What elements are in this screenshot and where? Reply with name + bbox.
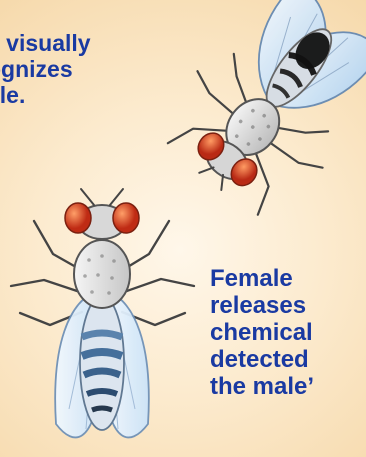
male-visual-caption: e visually ognizes ale.	[0, 31, 91, 108]
female-chemical-caption: Female releases chemical detected the ma…	[210, 266, 314, 400]
